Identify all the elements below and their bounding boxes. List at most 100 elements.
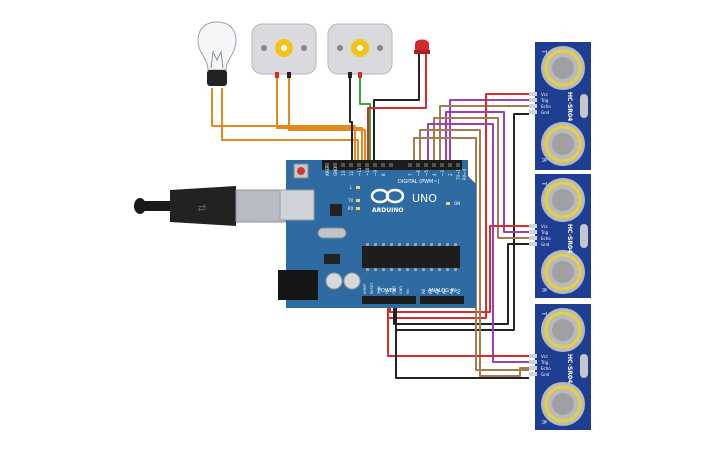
svg-text:A1: A1	[428, 288, 433, 294]
transducer-inner	[552, 189, 574, 211]
svg-text:TX→1: TX→1	[456, 168, 461, 181]
wire-s3-echo-b	[413, 137, 529, 371]
sensor-model-label: HC-SR04	[566, 92, 573, 121]
arduino-uno[interactable]: ARDUINO UNO DIGITAL (PWM~) POWER ANALOG …	[278, 160, 476, 308]
sensor-pin-labels: Vcc Trig Echo Gnd	[540, 354, 551, 377]
digital-header-label: DIGITAL (PWM~)	[398, 179, 440, 185]
transducer-inner	[552, 319, 574, 341]
svg-text:Vcc: Vcc	[541, 92, 548, 97]
svg-text:GND: GND	[399, 286, 403, 294]
svg-text:A2: A2	[435, 288, 440, 294]
sensor-mark-r: R	[540, 288, 547, 292]
sensor-mark-r: R	[540, 158, 547, 162]
dc-motor-1[interactable]	[251, 23, 317, 78]
bulb-glass	[197, 21, 237, 71]
svg-text:A5: A5	[456, 288, 461, 294]
svg-text:Gnd: Gnd	[541, 242, 550, 247]
voltage-regulator	[324, 254, 340, 264]
svg-text:Gnd: Gnd	[541, 110, 550, 115]
transducer-ring	[544, 125, 582, 163]
svg-text:AREF: AREF	[325, 165, 330, 176]
svg-text:4: 4	[432, 173, 437, 176]
digital-header-pins	[325, 163, 460, 167]
board-leds	[356, 186, 450, 210]
wire-motor2-black	[349, 76, 353, 162]
wire-motor1-1	[276, 76, 363, 162]
usb-symbol-icon: ⇄	[198, 203, 206, 214]
transducer-ring	[544, 49, 582, 87]
wire-s3-gnd	[395, 300, 529, 379]
svg-text:Vcc: Vcc	[541, 354, 548, 359]
svg-text:3.3V: 3.3V	[377, 285, 381, 294]
svg-text:~3: ~3	[440, 170, 445, 176]
svg-text:Trig: Trig	[540, 230, 549, 235]
motor-screw	[377, 45, 383, 51]
svg-text:~6: ~6	[416, 170, 421, 176]
analog-header-label: ANALOG IN	[428, 288, 456, 294]
svg-text:13: 13	[341, 170, 346, 176]
transducer-inner	[552, 261, 574, 283]
svg-text:Vin: Vin	[406, 288, 410, 294]
svg-text:~10: ~10	[365, 167, 370, 176]
motor-terminal	[358, 72, 362, 78]
capacitor	[325, 272, 343, 290]
svg-text:GND: GND	[392, 286, 396, 294]
svg-text:Gnd: Gnd	[541, 372, 550, 377]
usb-boot	[170, 186, 236, 226]
usb-cord	[140, 201, 172, 211]
wire-s3-echo	[419, 129, 529, 377]
motor-shaft	[281, 45, 287, 51]
sensor-mark-r: R	[540, 420, 547, 424]
motor-terminal	[275, 72, 279, 78]
sensor-pin-labels: Vcc Trig Echo Gnd	[540, 224, 551, 247]
transducer-inner	[552, 57, 574, 79]
transducer-ring	[544, 385, 582, 423]
sensor-crystal	[580, 354, 588, 378]
wire-s2-echo	[433, 117, 529, 239]
power-header-label: POWER	[378, 288, 397, 294]
wire-bulb-1	[211, 88, 356, 162]
svg-text:Echo: Echo	[541, 104, 551, 109]
board-pcb	[286, 160, 476, 308]
svg-text:Trig: Trig	[540, 98, 549, 103]
usb-socket	[279, 189, 315, 221]
motor-screw	[301, 45, 307, 51]
svg-text:12: 12	[349, 170, 354, 176]
svg-text:RX←0: RX←0	[462, 168, 467, 180]
ultrasonic-sensor-1[interactable]: Vcc Trig Echo Gnd HC-SR04 T R	[529, 42, 591, 170]
wire-s2-trig	[445, 111, 529, 233]
svg-text:RESET: RESET	[370, 282, 374, 294]
wire-bulb-2	[221, 88, 359, 162]
power-header-strip	[362, 296, 416, 304]
svg-text:A3: A3	[442, 288, 447, 294]
wire-led-red	[367, 54, 427, 162]
dc-motor-2[interactable]	[327, 23, 393, 78]
svg-text:Echo: Echo	[541, 236, 551, 241]
svg-text:Vcc: Vcc	[541, 224, 548, 229]
light-bulb[interactable]	[197, 21, 237, 86]
power-jack	[278, 270, 318, 300]
ultrasonic-sensor-2[interactable]: Vcc Trig Echo Gnd HC-SR04 T R	[529, 174, 591, 298]
wire-s3-vcc	[387, 300, 529, 357]
usb-cord-end	[134, 198, 146, 214]
svg-text:Trig: Trig	[540, 360, 549, 365]
motor-screw	[261, 45, 267, 51]
sensor-mark-t: T	[540, 49, 547, 54]
transducer-ring	[544, 311, 582, 349]
svg-text:~5: ~5	[424, 170, 429, 176]
red-led[interactable]	[414, 39, 430, 55]
wires	[211, 54, 529, 379]
svg-text:Echo: Echo	[541, 366, 551, 371]
svg-text:A4: A4	[449, 288, 454, 294]
sensor-model-label: HC-SR04	[566, 354, 573, 383]
bulb-filament	[210, 50, 224, 69]
sensor-crystal	[580, 94, 588, 118]
ultrasonic-sensor-3[interactable]: Vcc Trig Echo Gnd HC-SR04 T R	[529, 304, 591, 430]
brand-label: ARDUINO	[372, 207, 403, 214]
led-dome	[415, 39, 429, 52]
bulb-socket	[207, 70, 227, 86]
svg-text:~9: ~9	[373, 170, 378, 176]
svg-text:A0: A0	[421, 288, 426, 294]
transducer-ring	[544, 181, 582, 219]
